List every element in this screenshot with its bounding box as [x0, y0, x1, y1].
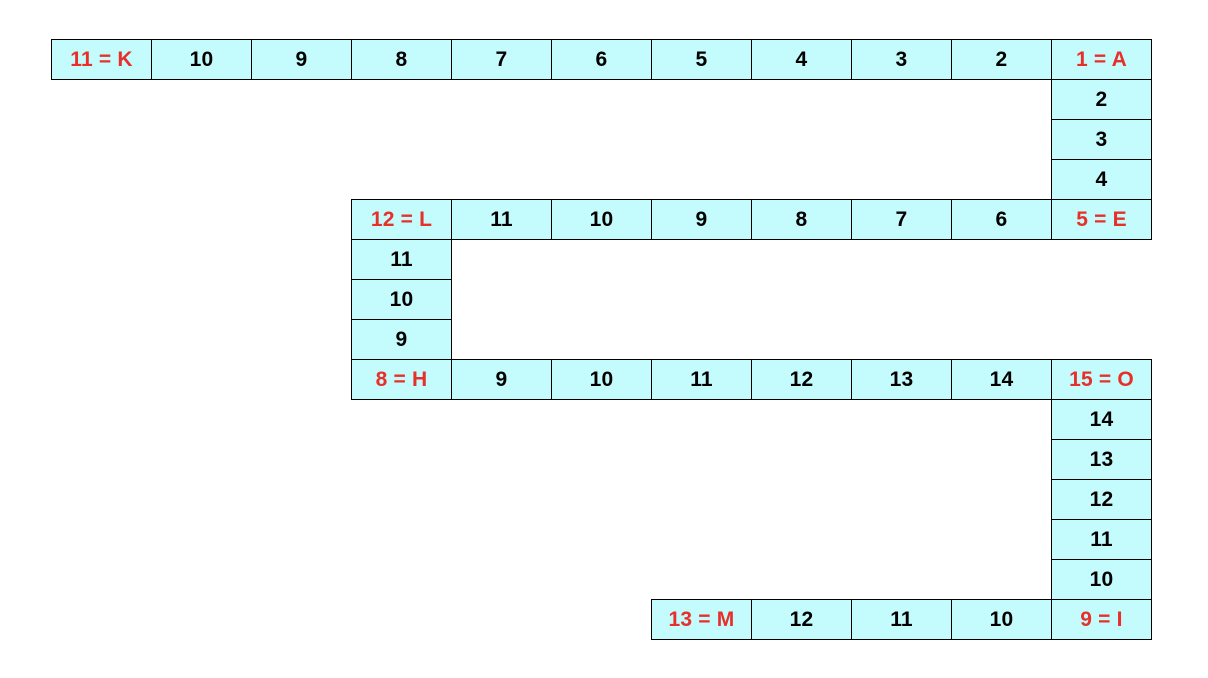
number-cell: 13 — [1051, 439, 1152, 480]
number-cell: 11 — [651, 359, 752, 400]
number-cell: 2 — [951, 39, 1052, 80]
letter-marker-cell: 9 = I — [1051, 599, 1152, 640]
number-cell: 3 — [1051, 119, 1152, 160]
number-cell: 8 — [351, 39, 452, 80]
number-cell: 12 — [751, 359, 852, 400]
number-cell: 10 — [551, 359, 652, 400]
number-cell: 3 — [851, 39, 952, 80]
number-cell: 14 — [951, 359, 1052, 400]
number-cell: 12 — [751, 599, 852, 640]
number-cell: 11 — [851, 599, 952, 640]
number-cell: 4 — [1051, 159, 1152, 200]
number-cell: 7 — [451, 39, 552, 80]
number-cell: 9 — [351, 319, 452, 360]
letter-marker-cell: 11 = K — [51, 39, 152, 80]
letter-marker-cell: 5 = E — [1051, 199, 1152, 240]
number-cell: 10 — [551, 199, 652, 240]
number-cell: 6 — [951, 199, 1052, 240]
letter-marker-cell: 13 = M — [651, 599, 752, 640]
number-cell: 9 — [651, 199, 752, 240]
number-cell: 9 — [451, 359, 552, 400]
number-cell: 6 — [551, 39, 652, 80]
number-cell: 4 — [751, 39, 852, 80]
number-cell: 12 — [1051, 479, 1152, 520]
number-cell: 8 — [751, 199, 852, 240]
number-cell: 2 — [1051, 79, 1152, 120]
letter-marker-cell: 8 = H — [351, 359, 452, 400]
number-cell: 9 — [251, 39, 352, 80]
number-cell: 11 — [1051, 519, 1152, 560]
letter-marker-cell: 1 = A — [1051, 39, 1152, 80]
number-cell: 10 — [951, 599, 1052, 640]
letter-marker-cell: 15 = O — [1051, 359, 1152, 400]
number-cell: 10 — [351, 279, 452, 320]
number-cell: 11 — [451, 199, 552, 240]
number-cell: 7 — [851, 199, 952, 240]
number-cell: 11 — [351, 239, 452, 280]
number-cell: 10 — [1051, 559, 1152, 600]
number-cell: 10 — [151, 39, 252, 80]
letter-marker-cell: 12 = L — [351, 199, 452, 240]
number-cell: 5 — [651, 39, 752, 80]
number-cell: 13 — [851, 359, 952, 400]
number-cell: 14 — [1051, 399, 1152, 440]
